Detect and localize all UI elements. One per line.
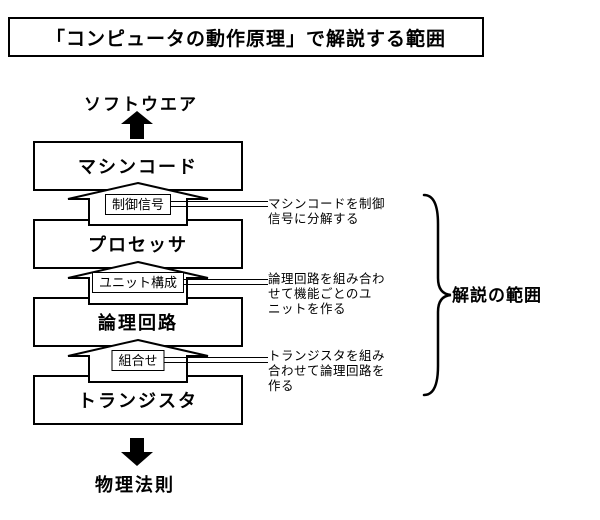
physical-laws-label: 物理法則 bbox=[95, 475, 175, 495]
layer-box-processor: プロセッサ bbox=[33, 219, 243, 269]
transition-label-combination: 組合せ bbox=[111, 350, 165, 371]
layer-label-transistor: トランジスタ bbox=[78, 391, 198, 411]
transition-note-unit-composition: 論理回路を組み合わ せて機能ごとのユ ニットを作る bbox=[268, 272, 386, 316]
transition-label-text: ユニット構成 bbox=[98, 275, 178, 290]
arrow-up-software-icon bbox=[121, 111, 153, 139]
layer-label-logic-circuit: 論理回路 bbox=[98, 313, 178, 333]
connector-line-unit-composition bbox=[138, 279, 268, 285]
transition-label-control-signal: 制御信号 bbox=[104, 194, 172, 215]
connector-line-control-signal bbox=[138, 201, 268, 207]
connector-line-combination bbox=[138, 357, 268, 363]
explanation-scope-label: 解説の範囲 bbox=[452, 286, 542, 305]
transition-label-text: 制御信号 bbox=[111, 197, 165, 212]
layer-label-machine-code: マシンコード bbox=[78, 157, 198, 177]
transition-label-unit-composition: ユニット構成 bbox=[91, 272, 185, 293]
layer-label-processor: プロセッサ bbox=[88, 235, 188, 255]
diagram-title-box: 「コンピュータの動作原理」で解説する範囲 bbox=[8, 17, 484, 57]
transition-label-text: 組合せ bbox=[118, 353, 158, 368]
brace-right-icon bbox=[422, 193, 452, 397]
transition-note-combination: トランジスタを組み 合わせて論理回路を 作る bbox=[268, 349, 386, 393]
transition-note-control-signal: マシンコードを制御 信号に分解する bbox=[268, 197, 386, 226]
software-label: ソフトウエア bbox=[84, 95, 198, 114]
diagram-title: 「コンピュータの動作原理」で解説する範囲 bbox=[45, 28, 446, 50]
arrow-down-physics-icon bbox=[121, 438, 153, 466]
